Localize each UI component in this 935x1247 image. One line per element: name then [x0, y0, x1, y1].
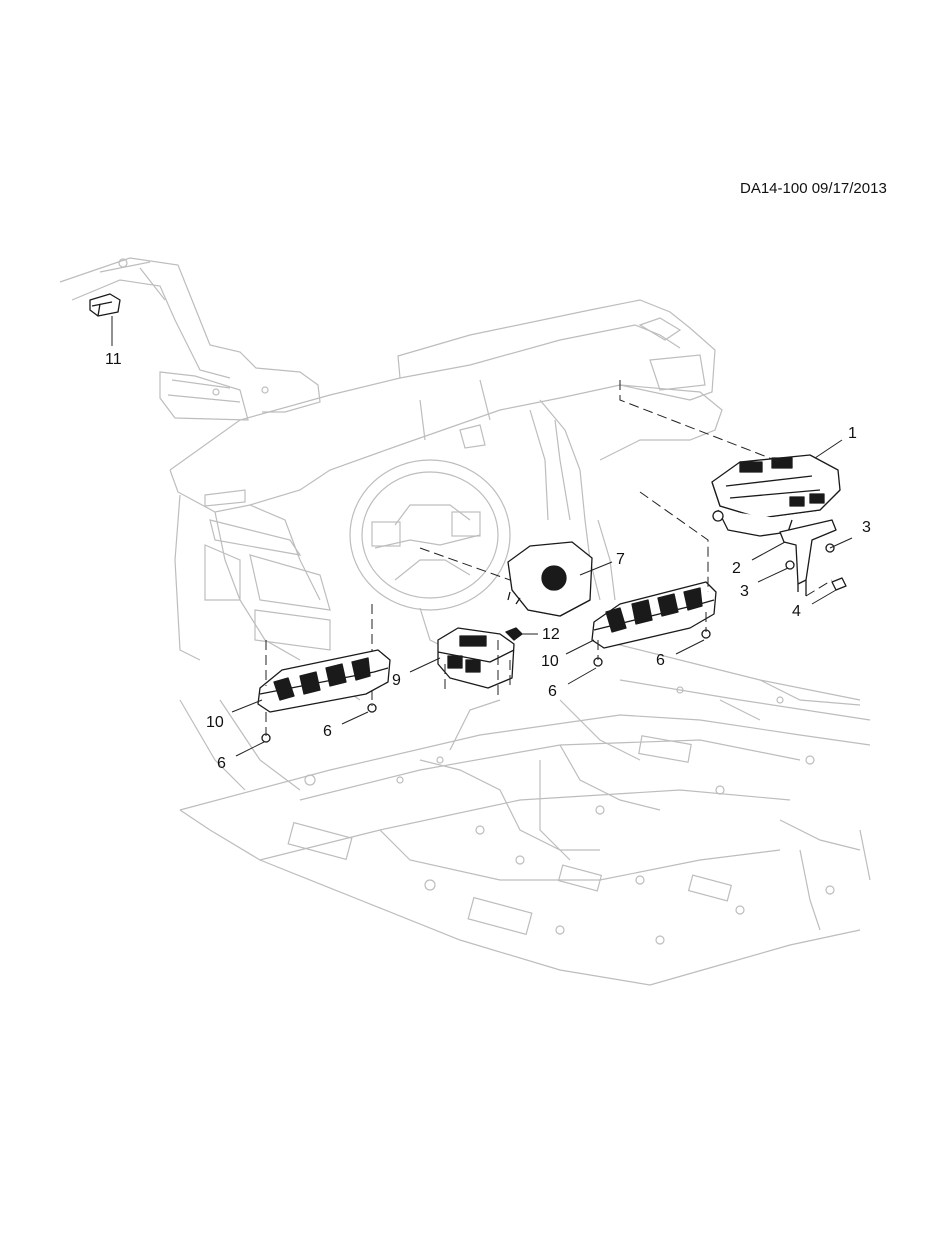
part-10-module-left: [257, 649, 391, 743]
callout-12: 12: [542, 626, 560, 643]
dashed-centerlines: [265, 380, 833, 736]
part-2-bracket: [779, 519, 837, 596]
callout-6-left-upper: 6: [323, 723, 332, 740]
part-7-driver-airbag: [507, 541, 593, 617]
part-1-passenger-airbag: [711, 454, 841, 537]
callout-7: 7: [616, 551, 625, 568]
part-12-nut: [505, 627, 523, 641]
leader-2: [751, 541, 786, 561]
leader-1: [814, 439, 843, 459]
leader-10r: [565, 639, 595, 655]
leader-3a: [829, 537, 853, 549]
leader-6-r2: [567, 667, 597, 685]
leader-6-l2: [235, 741, 265, 757]
callout-6-right-lower: 6: [548, 683, 557, 700]
steering-wheel: [349, 459, 511, 646]
part-10-module-right: [591, 581, 717, 667]
vehicle-context: [59, 257, 871, 986]
leader-10l: [231, 699, 263, 713]
callout-2: 2: [732, 560, 741, 577]
callout-3-upper: 3: [862, 519, 871, 536]
callout-9: 9: [392, 672, 401, 689]
left-pillar-structure: [59, 257, 321, 421]
callout-3-lower: 3: [740, 583, 749, 600]
part-3-nut-lower: [785, 560, 795, 570]
part-4-bolt: [831, 577, 847, 591]
components: [89, 293, 847, 743]
callout-10-right: 10: [541, 653, 559, 670]
callout-11: 11: [105, 351, 122, 368]
leader-6-r1: [675, 639, 705, 655]
leader-9: [409, 657, 441, 673]
leader-3b: [757, 567, 789, 583]
floor-pan: [179, 639, 871, 986]
part-9-sdm-module: [437, 627, 515, 689]
leader-6-l1: [341, 711, 369, 725]
document-id: DA14-100 09/17/2013: [740, 180, 887, 197]
callout-4: 4: [792, 603, 801, 620]
leader-7: [579, 561, 613, 576]
instrument-panel: [169, 299, 723, 661]
leader-4: [811, 589, 837, 605]
callout-6-right-upper: 6: [656, 652, 665, 669]
callout-6-left-lower: 6: [217, 755, 226, 772]
callout-1: 1: [848, 425, 857, 442]
part-11-sensor: [89, 293, 121, 317]
callout-10-left: 10: [206, 714, 224, 731]
leader-lines: [111, 316, 853, 757]
